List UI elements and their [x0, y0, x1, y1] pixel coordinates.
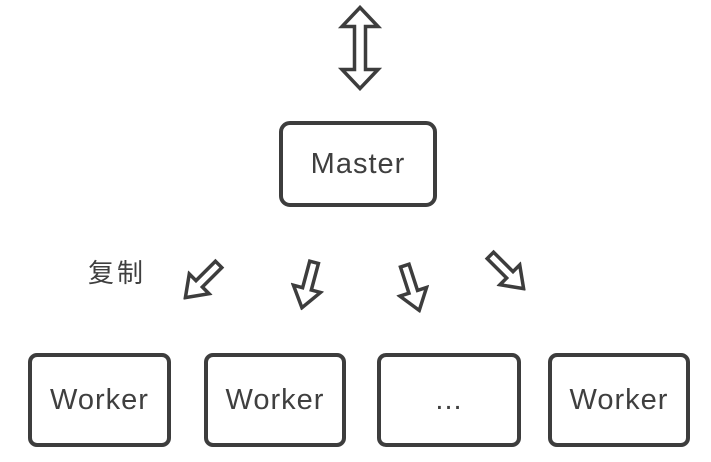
replication-label: 复制 [88, 258, 147, 288]
worker-node-label: Worker [569, 383, 669, 416]
worker-node-ellipsis: ... [377, 353, 521, 447]
replication-arrow-icon [290, 258, 325, 311]
replication-arrow-icon [484, 249, 526, 291]
master-node-label: Master [310, 147, 406, 180]
worker-node-label: Worker [225, 383, 325, 416]
worker-node-label: ... [435, 383, 463, 416]
replication-arrow-icon [183, 258, 225, 300]
worker-node: Worker [204, 353, 346, 447]
bidirectional-arrow-icon [337, 5, 383, 91]
worker-node: Worker [28, 353, 171, 447]
master-node: Master [279, 121, 437, 207]
worker-node: Worker [548, 353, 690, 447]
worker-node-label: Worker [50, 383, 149, 416]
replication-arrow-icon [396, 262, 430, 314]
